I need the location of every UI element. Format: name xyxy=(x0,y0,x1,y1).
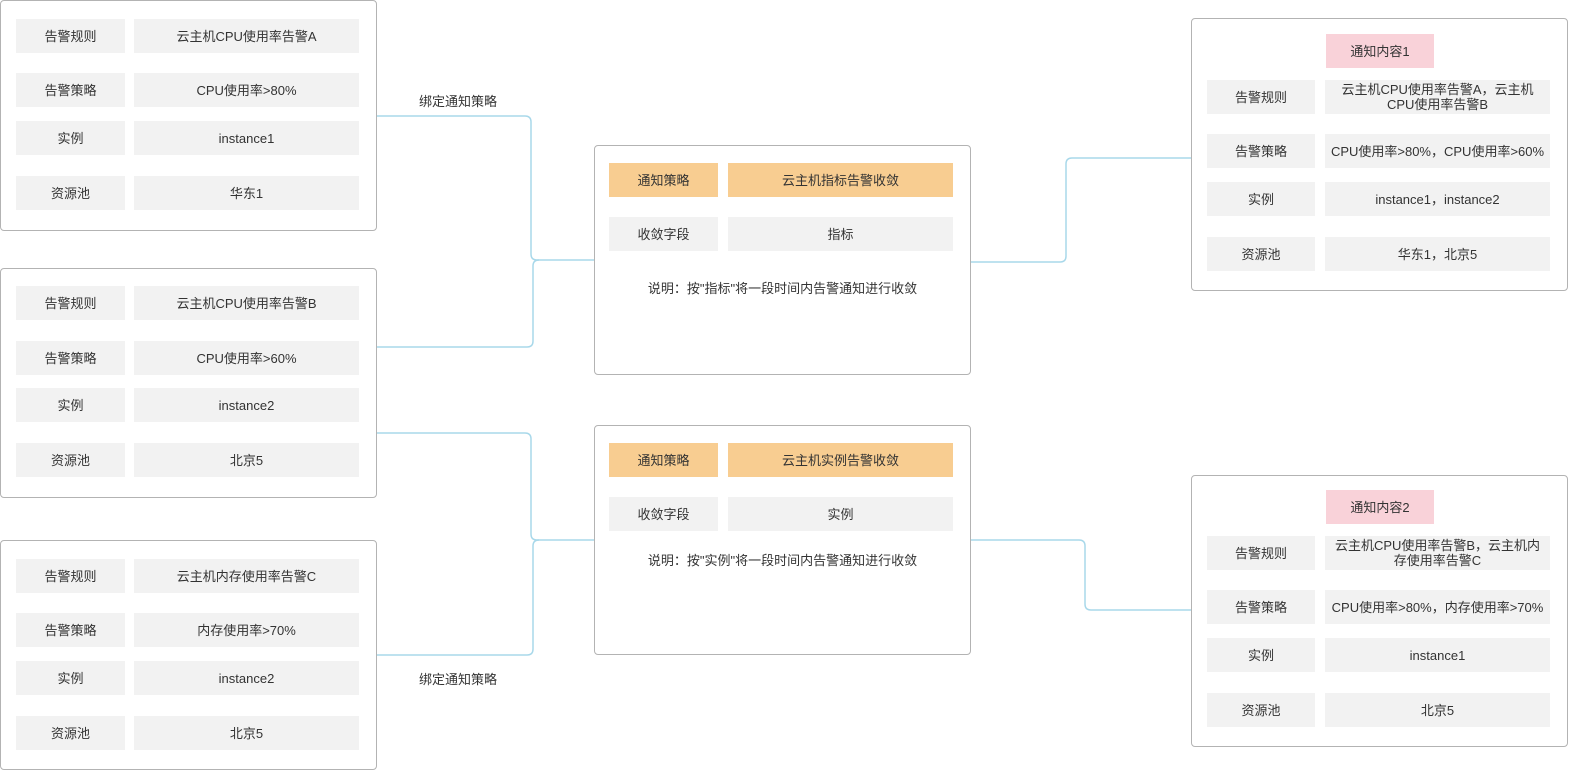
converge-field-label: 收敛字段 xyxy=(609,497,718,531)
strategy-label: 告警策略 xyxy=(1207,590,1315,624)
policy-note: 说明：按"实例"将一段时间内告警通知进行收敛 xyxy=(647,553,918,568)
strategy-value: 内存使用率>70% xyxy=(134,613,359,647)
notification-policy-box-2: 通知策略 云主机实例告警收敛 收敛字段 实例 说明：按"实例"将一段时间内告警通… xyxy=(594,425,971,655)
instance-label: 实例 xyxy=(16,388,125,422)
pool-label: 资源池 xyxy=(16,176,125,210)
pool-label: 资源池 xyxy=(16,716,125,750)
strategy-label: 告警策略 xyxy=(16,613,125,647)
policy-label: 通知策略 xyxy=(609,163,718,197)
instance-label: 实例 xyxy=(1207,638,1315,672)
notification-content-box-1: 通知内容1 告警规则 云主机CPU使用率告警A，云主机CPU使用率告警B 告警策… xyxy=(1191,18,1568,291)
rule-label: 告警规则 xyxy=(16,19,125,53)
instance-value: instance2 xyxy=(134,661,359,695)
strategy-label: 告警策略 xyxy=(16,341,125,375)
rule-label: 告警规则 xyxy=(16,559,125,593)
pool-value: 华东1，北京5 xyxy=(1325,237,1550,271)
alert-rule-box-c: 告警规则 云主机内存使用率告警C 告警策略 内存使用率>70% 实例 insta… xyxy=(0,540,377,770)
instance-value: instance2 xyxy=(134,388,359,422)
content-title: 通知内容2 xyxy=(1326,490,1434,524)
content-title: 通知内容1 xyxy=(1326,34,1434,68)
strategy-value: CPU使用率>80% xyxy=(134,73,359,107)
notification-policy-box-1: 通知策略 云主机指标告警收敛 收敛字段 指标 说明：按"指标"将一段时间内告警通… xyxy=(594,145,971,375)
policy-note: 说明：按"指标"将一段时间内告警通知进行收敛 xyxy=(647,281,918,296)
policy-value: 云主机实例告警收敛 xyxy=(728,443,953,477)
instance-label: 实例 xyxy=(16,121,125,155)
rule-value: 云主机CPU使用率告警B，云主机内存使用率告警C xyxy=(1325,536,1550,570)
connector-rule-b-to-policy-2 xyxy=(377,432,594,541)
instance-value: instance1 xyxy=(134,121,359,155)
edge-label-bind-policy-top: 绑定通知策略 xyxy=(419,94,498,109)
pool-value: 华东1 xyxy=(134,176,359,210)
rule-label: 告警规则 xyxy=(16,286,125,320)
pool-label: 资源池 xyxy=(16,443,125,477)
connector-policy-2-to-content-2 xyxy=(970,539,1191,611)
rule-value: 云主机内存使用率告警C xyxy=(134,559,359,593)
converge-field-value: 实例 xyxy=(728,497,953,531)
rule-value: 云主机CPU使用率告警B xyxy=(134,286,359,320)
rule-value: 云主机CPU使用率告警A，云主机CPU使用率告警B xyxy=(1325,80,1550,114)
pool-value: 北京5 xyxy=(134,443,359,477)
strategy-value: CPU使用率>80%，CPU使用率>60% xyxy=(1325,134,1550,168)
connector-rule-c-to-policy-2 xyxy=(377,539,540,656)
alert-rule-box-b: 告警规则 云主机CPU使用率告警B 告警策略 CPU使用率>60% 实例 ins… xyxy=(0,268,377,498)
converge-field-label: 收敛字段 xyxy=(609,217,718,251)
pool-value: 北京5 xyxy=(1325,693,1550,727)
pool-label: 资源池 xyxy=(1207,237,1315,271)
instance-value: instance1 xyxy=(1325,638,1550,672)
notification-content-box-2: 通知内容2 告警规则 云主机CPU使用率告警B，云主机内存使用率告警C 告警策略… xyxy=(1191,475,1568,747)
rule-value: 云主机CPU使用率告警A xyxy=(134,19,359,53)
pool-value: 北京5 xyxy=(134,716,359,750)
connector-rule-a-to-policy-1 xyxy=(377,115,594,261)
pool-label: 资源池 xyxy=(1207,693,1315,727)
strategy-label: 告警策略 xyxy=(16,73,125,107)
rule-label: 告警规则 xyxy=(1207,80,1315,114)
policy-label: 通知策略 xyxy=(609,443,718,477)
instance-label: 实例 xyxy=(16,661,125,695)
converge-field-value: 指标 xyxy=(728,217,953,251)
strategy-label: 告警策略 xyxy=(1207,134,1315,168)
edge-label-bind-policy-bottom: 绑定通知策略 xyxy=(419,672,498,687)
connector-policy-1-to-content-1 xyxy=(970,157,1191,263)
alert-rule-box-a: 告警规则 云主机CPU使用率告警A 告警策略 CPU使用率>80% 实例 ins… xyxy=(0,0,377,231)
instance-label: 实例 xyxy=(1207,182,1315,216)
instance-value: instance1，instance2 xyxy=(1325,182,1550,216)
policy-value: 云主机指标告警收敛 xyxy=(728,163,953,197)
rule-label: 告警规则 xyxy=(1207,536,1315,570)
strategy-value: CPU使用率>80%，内存使用率>70% xyxy=(1325,590,1550,624)
strategy-value: CPU使用率>60% xyxy=(134,341,359,375)
connector-rule-b-to-policy-1 xyxy=(377,259,540,348)
